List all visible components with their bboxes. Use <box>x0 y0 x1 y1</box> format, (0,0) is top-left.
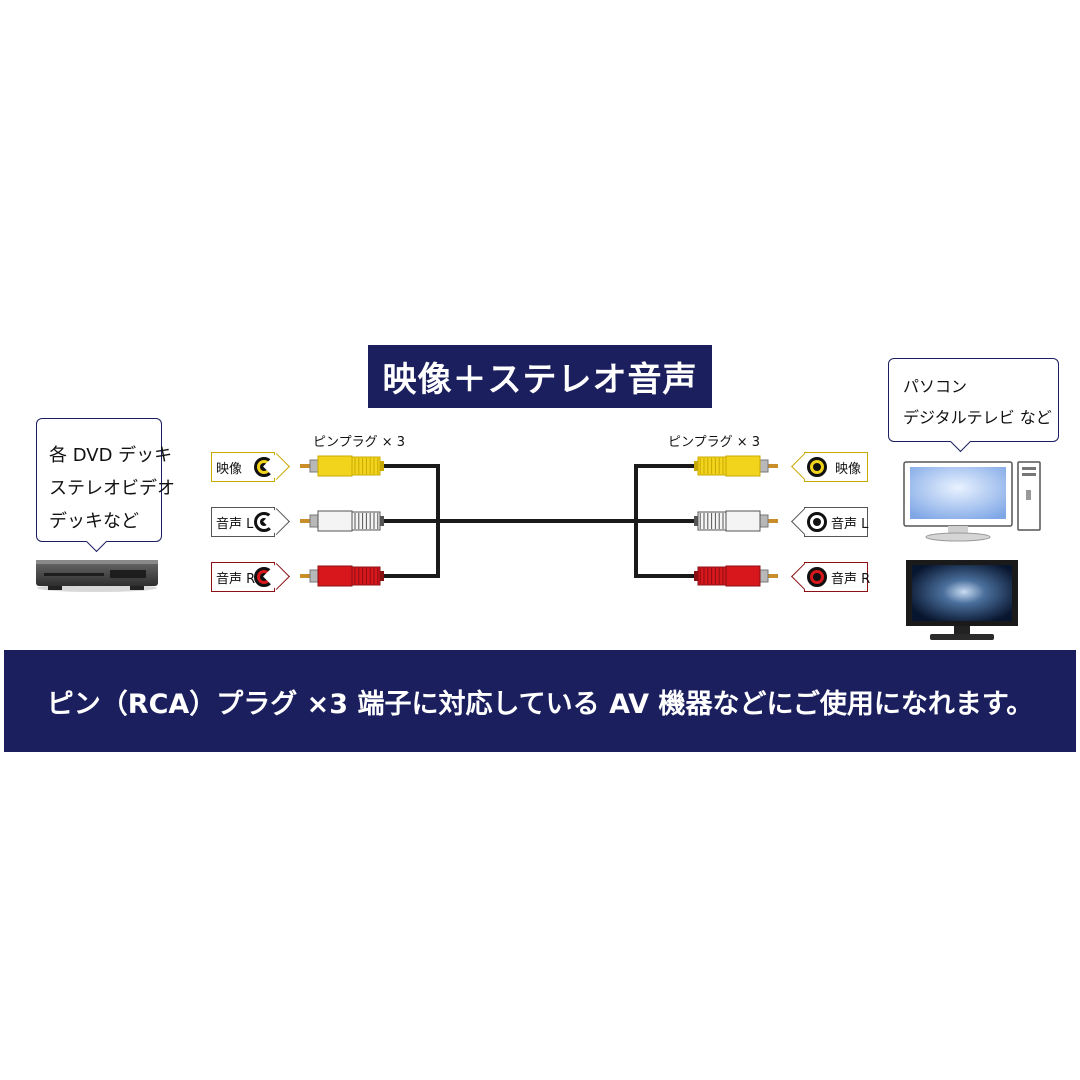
jack-tag-audio-r-left: 音声 R <box>211 562 290 592</box>
audio-l-jack-icon <box>807 512 827 532</box>
callout-line: パソコン <box>903 377 968 396</box>
video-jack-icon <box>807 457 827 477</box>
plug-count-label-left: ピンプラグ × 3 <box>313 435 406 450</box>
callout-line: 各 DVD デッキ <box>49 445 173 466</box>
jack-tag-video-left: 映像 <box>211 452 290 482</box>
rca-plug-left-1 <box>300 510 384 532</box>
jack-label: 音声 L <box>216 517 254 532</box>
footer-text: ピン（RCA）プラグ ×3 端子に対応している AV 機器などにご使用になれます… <box>46 688 1034 720</box>
jack-label: 音声 R <box>216 572 256 587</box>
dvd-player-icon <box>36 560 158 592</box>
callout-line: ステレオビデオ <box>49 478 175 499</box>
wire-video-right <box>634 464 697 521</box>
rca-plug-left-0 <box>300 455 384 477</box>
footer-banner: ピン（RCA）プラグ ×3 端子に対応している AV 機器などにご使用になれます… <box>4 650 1076 752</box>
cable-wires <box>381 464 700 578</box>
desktop-pc-icon <box>903 461 1041 542</box>
rca-plug-left-2 <box>300 565 384 587</box>
wire-video-left <box>381 464 440 521</box>
rca-plug-right-0 <box>694 455 778 477</box>
wire-audio-r-left <box>381 521 440 578</box>
rca-plug-right-1 <box>694 510 778 532</box>
plug-count-label-right: ピンプラグ × 3 <box>668 435 761 450</box>
jack-label: 音声 L <box>831 517 869 532</box>
jack-label: 映像 <box>835 462 862 477</box>
jack-tag-audio-l-right: 音声 L <box>791 507 869 537</box>
rca-plug-right-2 <box>694 565 778 587</box>
source-devices-callout: 各 DVD デッキ ステレオビデオ デッキなど <box>36 418 175 553</box>
audio-r-jack-icon <box>807 567 827 587</box>
page-title: 映像＋ステレオ音声 <box>368 345 712 408</box>
jack-label: 音声 R <box>831 572 871 587</box>
jack-label: 映像 <box>216 462 243 477</box>
wire-audio-r-right <box>634 521 697 578</box>
jack-tag-audio-r-right: 音声 R <box>791 562 871 592</box>
callout-line: デッキなど <box>49 511 139 532</box>
tv-monitor-icon <box>906 560 1018 640</box>
rca-plugs <box>300 455 778 587</box>
callout-line: デジタルテレビ など <box>903 408 1052 427</box>
target-devices-callout: パソコン デジタルテレビ など <box>888 358 1059 453</box>
jack-tag-video-right: 映像 <box>791 452 868 482</box>
jack-tag-audio-l-left: 音声 L <box>211 507 290 537</box>
